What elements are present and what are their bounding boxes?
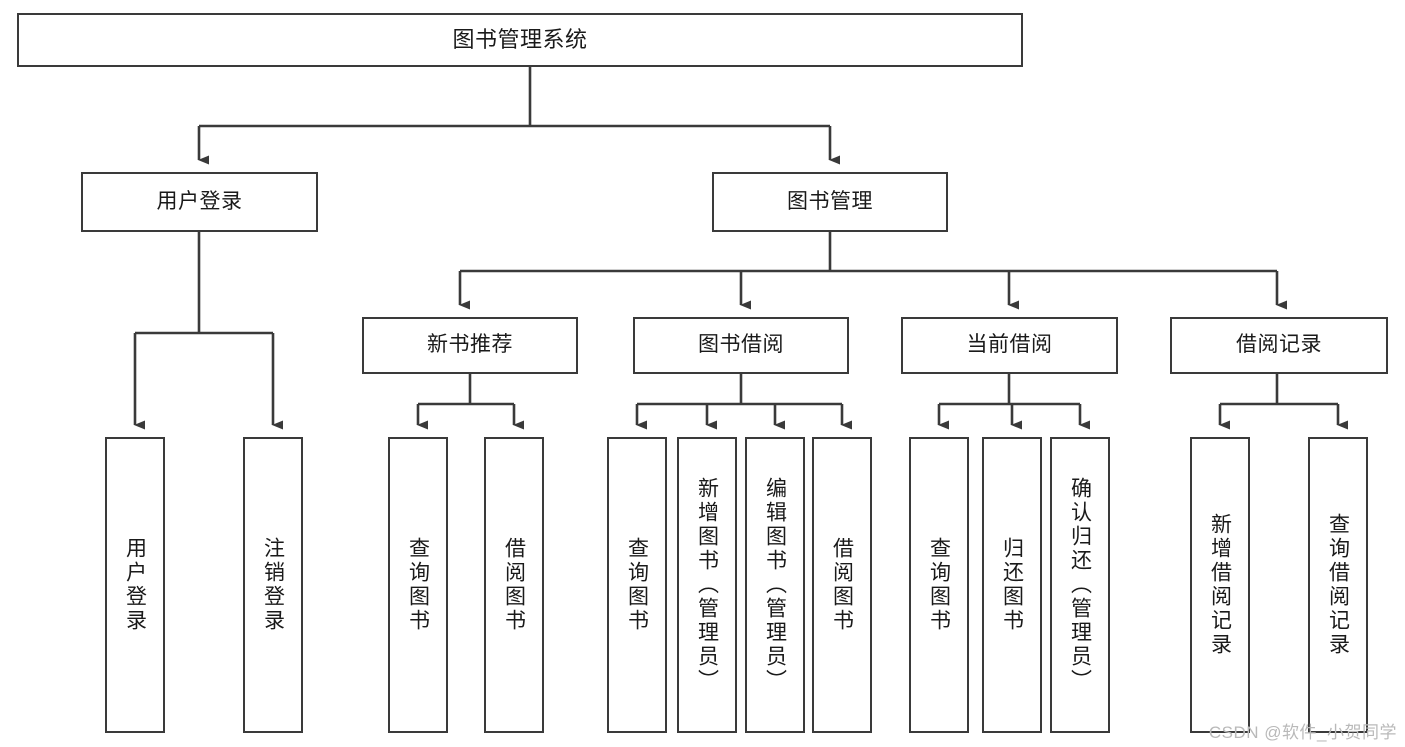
node-leaf-user-login[interactable]: 用户登录 (105, 437, 165, 733)
node-leaf-return-book-label: 归还图书 (1000, 537, 1024, 633)
node-leaf-logout-label: 注销登录 (261, 537, 285, 633)
node-leaf-confirm-return[interactable]: 确认归还（管理员） (1050, 437, 1110, 733)
csdn-watermark: CSDN @软件_小贺同学 (1208, 723, 1397, 742)
node-leaf-add-record[interactable]: 新增借阅记录 (1190, 437, 1250, 733)
node-leaf-return-book[interactable]: 归还图书 (982, 437, 1042, 733)
node-leaf-logout[interactable]: 注销登录 (243, 437, 303, 733)
node-leaf-edit-book[interactable]: 编辑图书（管理员） (745, 437, 805, 733)
node-new-book-rec-label: 新书推荐 (427, 333, 513, 357)
node-current-borrow-label: 当前借阅 (966, 333, 1053, 357)
node-leaf-query-book-current[interactable]: 查询图书 (909, 437, 969, 733)
node-leaf-borrow-book-rec[interactable]: 借阅图书 (484, 437, 544, 733)
node-root-label: 图书管理系统 (452, 27, 588, 53)
node-leaf-query-book-rec[interactable]: 查询图书 (388, 437, 448, 733)
node-leaf-add-record-label: 新增借阅记录 (1208, 513, 1232, 657)
node-borrow-record-label: 借阅记录 (1236, 333, 1322, 357)
node-book-borrow-label: 图书借阅 (698, 333, 784, 357)
node-leaf-user-login-label: 用户登录 (123, 537, 147, 633)
node-book-manage-label: 图书管理 (787, 189, 873, 213)
node-new-book-rec[interactable]: 新书推荐 (362, 317, 578, 374)
node-leaf-borrow-book-rec-label: 借阅图书 (502, 537, 526, 633)
node-leaf-confirm-return-label: 确认归还（管理员） (1068, 477, 1092, 693)
node-user-login[interactable]: 用户登录 (81, 172, 318, 232)
node-leaf-add-book-label: 新增图书（管理员） (695, 477, 719, 693)
node-leaf-query-record-label: 查询借阅记录 (1326, 513, 1350, 657)
node-current-borrow[interactable]: 当前借阅 (901, 317, 1118, 374)
node-book-borrow[interactable]: 图书借阅 (633, 317, 849, 374)
node-leaf-borrow-book[interactable]: 借阅图书 (812, 437, 872, 733)
node-book-manage[interactable]: 图书管理 (712, 172, 948, 232)
node-leaf-query-book-borrow-label: 查询图书 (625, 537, 649, 633)
node-leaf-query-book-current-label: 查询图书 (927, 537, 951, 633)
node-borrow-record[interactable]: 借阅记录 (1170, 317, 1388, 374)
node-leaf-query-book-borrow[interactable]: 查询图书 (607, 437, 667, 733)
node-leaf-add-book[interactable]: 新增图书（管理员） (677, 437, 737, 733)
node-leaf-query-book-rec-label: 查询图书 (406, 537, 430, 633)
node-leaf-query-record[interactable]: 查询借阅记录 (1308, 437, 1368, 733)
node-user-login-label: 用户登录 (156, 189, 243, 213)
node-leaf-edit-book-label: 编辑图书（管理员） (763, 477, 787, 693)
node-leaf-borrow-book-label: 借阅图书 (830, 537, 854, 633)
node-root[interactable]: 图书管理系统 (17, 13, 1023, 67)
